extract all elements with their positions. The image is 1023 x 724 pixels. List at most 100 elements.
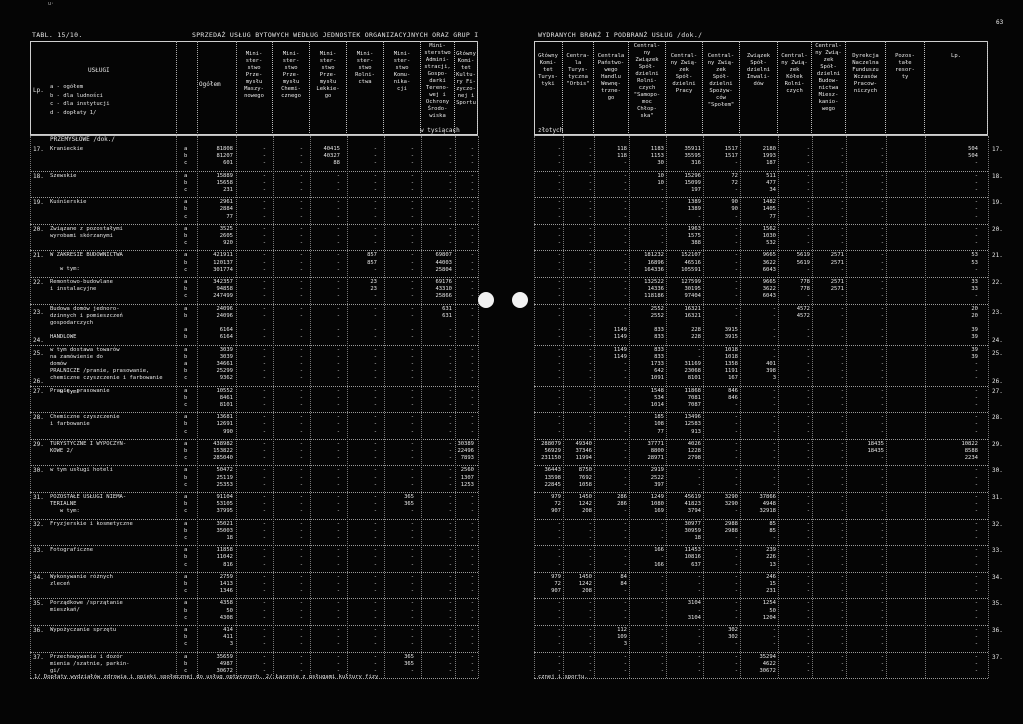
value-cell: - (840, 534, 844, 541)
value-cell: 1254 (762, 600, 776, 607)
value-column: --- (850, 226, 884, 248)
row-number: 32. (33, 520, 44, 528)
value-cell: - (336, 547, 340, 554)
value-cell: - (336, 634, 340, 641)
value-cell: - (557, 179, 561, 186)
value-cell: - (262, 455, 266, 462)
value-cell: - (373, 520, 377, 527)
value-cell: - (734, 508, 738, 515)
value-cell: - (734, 232, 738, 239)
row-number: 31. (33, 494, 44, 501)
row-label: Szewskie (50, 172, 77, 179)
value-cell: 504 (968, 146, 978, 152)
value-cell: - (660, 199, 664, 206)
value-cell: - (336, 467, 340, 474)
value-cell: - (840, 179, 844, 186)
value-cell: - (299, 172, 303, 179)
value-cell: 231 (766, 588, 776, 595)
value-cell: - (470, 667, 474, 674)
value-cell: 414 (223, 627, 233, 633)
value-cell: 411 (223, 634, 233, 641)
value-cell: 14336 (647, 286, 664, 293)
header-col-right: Central- ny Zwią- zek Kółek Rolni- czych (778, 41, 812, 135)
value-cell: - (262, 327, 266, 334)
value-cell: - (336, 305, 340, 312)
header-col-right: Centra- la Turys- tyczna "Orbis" (563, 41, 594, 135)
value-cell: - (806, 474, 810, 481)
value-cell: - (880, 232, 884, 239)
value-cell: - (734, 607, 738, 614)
value-cell: 53105 (216, 501, 233, 508)
abc-marker: c (184, 293, 188, 300)
value-column: --- (343, 600, 377, 622)
value-cell: 1018 (724, 346, 738, 353)
value-cell: - (806, 334, 810, 341)
value-cell: - (448, 421, 452, 428)
value-cell: 3794 (687, 508, 701, 515)
value-cell: - (734, 547, 738, 554)
value-cell: - (470, 520, 474, 527)
value-cell: 69176 (435, 279, 452, 285)
value-column: --- (850, 388, 884, 410)
value-cell (667, 320, 701, 327)
value-cell: - (974, 653, 978, 660)
value-cell: - (660, 573, 664, 580)
value-cell: - (373, 213, 377, 220)
value-cell: - (448, 375, 452, 382)
value-cell: - (880, 225, 884, 232)
value-cell: 1191 (724, 368, 738, 375)
value-cell: - (410, 259, 414, 266)
value-cell: - (772, 440, 776, 447)
value-cell: - (373, 600, 377, 607)
value-column: --- (418, 388, 452, 410)
value-cell: - (262, 501, 266, 508)
value-cell: - (806, 213, 810, 220)
value-cell: 30 (657, 160, 664, 167)
value-cell: - (299, 614, 303, 621)
value-column: --- (630, 226, 664, 248)
value-cell: - (772, 428, 776, 435)
value-cell: 1149 (613, 346, 627, 353)
value-cell: 3039 (219, 346, 233, 353)
header-col-right: Central- ny Związek Spół- dzielni Rolni-… (629, 41, 666, 135)
value-column: --- (810, 600, 844, 622)
value-cell: - (448, 334, 452, 341)
value-cell: - (974, 614, 978, 621)
value-cell: - (373, 414, 377, 421)
value-cell: - (299, 467, 303, 474)
value-column: --- (776, 199, 810, 221)
value-cell: - (588, 600, 592, 607)
value-cell: - (840, 213, 844, 220)
value-cell: - (299, 547, 303, 554)
value-cell: - (734, 305, 738, 312)
value-cell: - (806, 421, 810, 428)
value-cell: - (262, 312, 266, 319)
value-cell: - (880, 641, 884, 648)
value-cell: - (974, 186, 978, 193)
value-cell: 365 (404, 660, 414, 667)
value-column: --- (343, 199, 377, 221)
value-cell: - (840, 293, 844, 300)
value-cell: 53 (971, 252, 978, 259)
value-column: ----- (306, 347, 340, 383)
value-cell: - (734, 259, 738, 266)
row-number: 28. (33, 414, 44, 422)
value-cell: 907 (551, 588, 561, 595)
value-cell: 1358 (724, 360, 738, 367)
value-cell: 301774 (213, 266, 233, 273)
value-column: --- (306, 467, 340, 489)
value-cell: - (262, 600, 266, 607)
row-number-right: 30. (992, 467, 1003, 475)
abc-marker: a (184, 440, 188, 447)
value-cell: 534 (654, 394, 664, 401)
value-cell: - (840, 327, 844, 334)
value-cell: - (806, 455, 810, 462)
column-guide (421, 136, 422, 679)
